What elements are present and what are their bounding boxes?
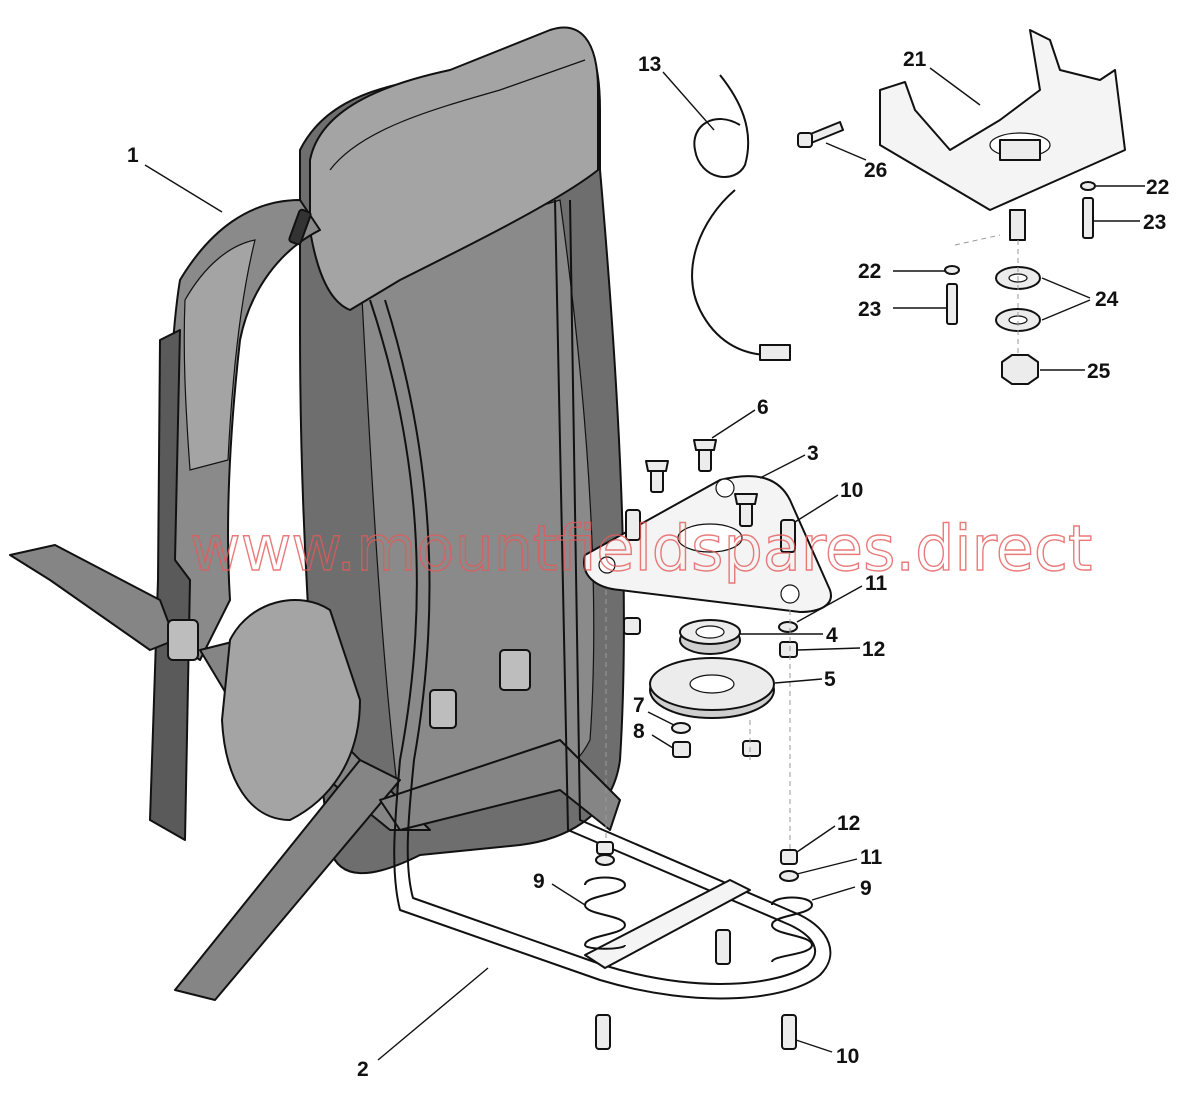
watermark-text: www.mountfieldspares.direct [190,512,1092,585]
part-label-5: 5 [824,668,836,691]
bracket-body [879,29,1126,211]
nut-12a [779,641,798,658]
bushing-4 [679,619,741,655]
part-label-23b: 23 [858,298,881,321]
waist-strap-left [9,544,176,651]
socket-bolt-e [781,1014,797,1050]
part-label-8: 8 [633,720,645,743]
part-label-13: 13 [638,53,661,76]
backpack-frame [369,199,832,1000]
part-label-11a: 11 [865,572,888,595]
part-label-23a: 23 [1143,211,1166,234]
bolt-6b [645,460,669,493]
part-label-22a: 22 [1146,176,1169,199]
part-label-12b: 12 [837,812,860,835]
frame-tube-inner [384,199,817,985]
plate-hole-a [598,556,616,574]
part-label-21: 21 [903,48,927,71]
back-pad-inner [359,199,595,812]
mount-plate-hole [677,523,743,553]
bolt-6c [734,493,758,527]
alignment-lines [605,234,1019,850]
part-label-1: 1 [127,144,139,167]
frame-cross-plate [584,879,751,969]
zipper-pull [288,208,312,246]
part-label-22b: 22 [858,260,881,283]
top-cushion [309,26,599,311]
bolt-6a [693,439,717,472]
part-label-24: 24 [1095,288,1119,311]
socket-bolt-a [625,509,641,541]
part-label-6: 6 [757,396,769,419]
strap-buckle-3 [167,619,199,661]
washer-22a [1080,181,1096,191]
part-label-3: 3 [807,442,819,465]
part-label-11b: 11 [860,846,883,869]
screw-23b [946,283,958,325]
spring-9b [771,849,813,963]
cord-13 [691,74,791,361]
part-label-9b: 9 [860,877,872,900]
strap-buckle-1 [429,689,457,729]
part-label-9a: 9 [533,870,545,893]
diagonal-strap-right [379,739,621,831]
plate-hole-b [780,584,800,604]
part-label-7: 7 [633,694,645,717]
nut-8b [742,740,761,757]
left-strap-pad [183,239,256,471]
bracket-thread [1009,209,1026,241]
diagonal-strap-long [174,759,401,1001]
washer-22b [944,265,960,275]
part-label-10b: 10 [836,1045,859,1068]
part-label-10a: 10 [840,479,863,502]
top-cushion-seam [329,59,586,171]
bolt-26 [797,121,844,148]
strap-buckle-2 [499,649,531,691]
washer-11a [778,621,798,633]
mount-bracket-21 [879,29,1126,241]
bracket-bolt-head [999,139,1041,161]
plate-hole-c [715,478,735,498]
socket-bolt-b [780,519,796,553]
screw-23a [1082,197,1094,239]
part-label-2: 2 [357,1058,369,1081]
part-label-4: 4 [826,624,838,647]
spring-9a [584,841,626,950]
socket-bolt-c [715,929,731,965]
socket-bolt-d [595,1014,611,1050]
backpack-harness [9,26,625,1001]
leader-lines [144,67,1145,1061]
mount-plate-assembly [583,439,832,758]
part-label-25: 25 [1087,360,1111,383]
hip-pad [221,599,361,821]
nut-under-plate [623,617,641,635]
washer-7 [671,722,691,734]
part-labels: 1 2 3 4 5 6 7 8 9 9 10 10 11 11 12 12 13… [127,48,1169,1081]
part-label-12a: 12 [862,638,885,661]
nut-25 [1001,354,1039,385]
frame-tube-outer [369,199,832,1000]
part-label-26: 26 [864,159,887,182]
nut-8 [672,741,691,758]
flange-5 [649,657,775,719]
